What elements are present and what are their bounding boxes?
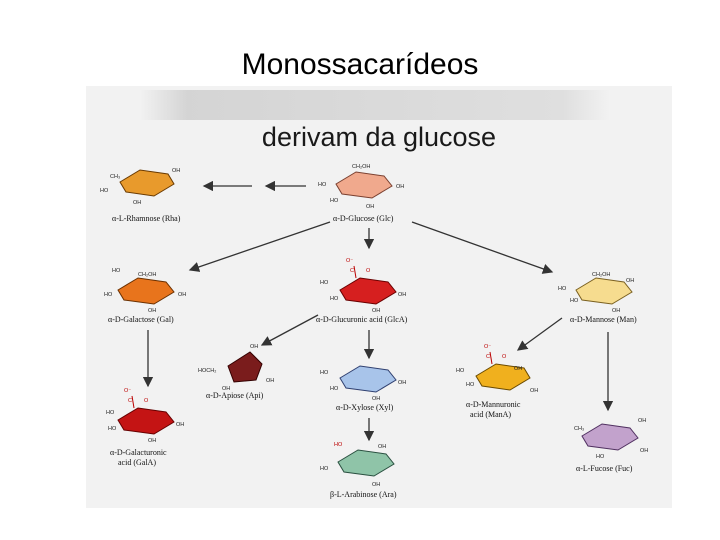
rhamnose-group-3: OH bbox=[172, 168, 180, 174]
arabinose-group-2: HO bbox=[320, 466, 329, 472]
glucose-structure: CH₂OH HO HO OH OH α-D-Glucose (Glc) bbox=[318, 164, 404, 223]
rhamnose-ring bbox=[119, 169, 175, 197]
galactose-label: α-D-Galactose (Gal) bbox=[108, 315, 174, 324]
mannuronic-acid-label-line2: acid (ManA) bbox=[470, 410, 511, 419]
galactose-ring bbox=[117, 277, 175, 305]
xylose-ring bbox=[339, 365, 397, 393]
fucose-label: α-L-Fucose (Fuc) bbox=[576, 464, 633, 473]
scan-smudge bbox=[140, 90, 610, 120]
mannose-group-3: HO bbox=[558, 286, 567, 292]
arabinose-group-3: OH bbox=[378, 444, 386, 450]
galacturonic-acid-group-7: OH bbox=[148, 438, 156, 444]
arrow-glca-to-api bbox=[260, 314, 319, 346]
fucose-group-3: OH bbox=[640, 448, 648, 454]
glucose-group-2: HO bbox=[318, 182, 327, 188]
xylose-group-2: HO bbox=[330, 386, 339, 392]
galacturonic-acid-group-2: C bbox=[128, 398, 132, 404]
mannuronic-acid-group-6: HO bbox=[466, 382, 475, 388]
fucose-group-4: HO bbox=[596, 454, 605, 460]
arabinose-group-1: HO bbox=[334, 442, 343, 448]
mannuronic-acid-group-5: HO bbox=[456, 368, 465, 374]
galacturonic-acid-group-1: O⁻ bbox=[124, 388, 131, 394]
arabinose-label: β-L-Arabinose (Ara) bbox=[330, 490, 397, 499]
galactose-group-1: HO bbox=[112, 268, 121, 274]
xylose-label: α-D-Xylose (Xyl) bbox=[336, 403, 394, 412]
rhamnose-structure: CH₃ HO OH OH α-L-Rhamnose (Rha) bbox=[100, 168, 181, 223]
mannuronic-acid-ring bbox=[475, 363, 531, 391]
arabinose-group-4: OH bbox=[372, 482, 380, 488]
fucose-structure: OH CH₃ OH HO α-L-Fucose (Fuc) bbox=[574, 418, 648, 473]
glucuronic-acid-group-7: OH bbox=[372, 308, 380, 314]
mannose-group-1: CH₂OH bbox=[592, 272, 610, 278]
apiose-ring bbox=[227, 351, 263, 383]
mannuronic-acid-group-7: OH bbox=[530, 388, 538, 394]
mannose-group-4: HO bbox=[570, 298, 579, 304]
galacturonic-acid-ring bbox=[117, 407, 175, 435]
glucose-group-4: OH bbox=[396, 184, 404, 190]
galactose-group-3: HO bbox=[104, 292, 113, 298]
arabinose-structure: HO HO OH OH β-L-Arabinose (Ara) bbox=[320, 442, 397, 499]
slide-title: Monossacarídeos bbox=[241, 48, 479, 81]
glucuronic-acid-group-1: O⁻ bbox=[346, 258, 353, 264]
mannuronic-acid-group-2: C bbox=[486, 354, 490, 360]
mannose-ring bbox=[575, 277, 633, 305]
arrow-glc-to-gal bbox=[188, 221, 331, 272]
glucuronic-acid-label: α-D-Glucuronic acid (GlcA) bbox=[316, 315, 408, 324]
apiose-group-3: OH bbox=[222, 386, 230, 392]
apiose-label: α-D-Apiose (Api) bbox=[206, 391, 264, 400]
apiose-group-2: OH bbox=[250, 344, 258, 350]
galacturonic-acid-group-6: OH bbox=[176, 422, 184, 428]
galactose-group-5: OH bbox=[148, 308, 156, 314]
galactose-structure: HO CH₂OH HO OH OH α-D-Galactose (Gal) bbox=[104, 268, 186, 324]
galactose-group-2: CH₂OH bbox=[138, 272, 156, 278]
glucuronic-acid-group-5: HO bbox=[330, 296, 339, 302]
fucose-group-2: CH₃ bbox=[574, 426, 584, 432]
rhamnose-group-4: OH bbox=[133, 200, 141, 206]
apiose-group-1: HOCH₂ bbox=[198, 368, 216, 374]
galacturonic-acid-group-5: HO bbox=[108, 426, 117, 432]
fucose-ring bbox=[581, 423, 639, 451]
apiose-structure: HOCH₂ OH OH OH α-D-Apiose (Api) bbox=[198, 344, 274, 400]
galacturonic-acid-label-line2: acid (GalA) bbox=[118, 458, 156, 467]
glucose-group-5: OH bbox=[366, 204, 374, 210]
xylose-group-3: OH bbox=[398, 380, 406, 386]
mannuronic-acid-structure: O⁻ C O OH HO HO OH α-D-Mannuronic acid (… bbox=[456, 344, 538, 419]
mannose-group-5: OH bbox=[612, 308, 620, 314]
arrow-man-to-mana bbox=[516, 317, 563, 351]
arrow-glc-to-man bbox=[411, 221, 554, 274]
glucose-group-1: CH₂OH bbox=[352, 164, 370, 170]
panel-title: derivam da glucose bbox=[261, 122, 497, 152]
apiose-group-4: OH bbox=[266, 378, 274, 384]
xylose-group-1: HO bbox=[320, 370, 329, 376]
rhamnose-group-2: HO bbox=[100, 188, 109, 194]
glucuronic-acid-group-3: O bbox=[366, 268, 371, 274]
glucuronic-acid-group-6: OH bbox=[398, 292, 406, 298]
rhamnose-label: α-L-Rhamnose (Rha) bbox=[112, 214, 181, 223]
xylose-group-4: OH bbox=[372, 396, 380, 402]
glucuronic-acid-ring bbox=[339, 277, 397, 305]
fucose-group-1: OH bbox=[638, 418, 646, 424]
galacturonic-acid-label-line1: α-D-Galacturonic bbox=[110, 448, 167, 457]
glucose-label: α-D-Glucose (Glc) bbox=[333, 214, 394, 223]
glucuronic-acid-group-4: HO bbox=[320, 280, 329, 286]
mannuronic-acid-group-1: O⁻ bbox=[484, 344, 491, 350]
galactose-group-4: OH bbox=[178, 292, 186, 298]
mannose-label: α-D-Mannose (Man) bbox=[570, 315, 637, 324]
mannose-structure: CH₂OH OH HO HO OH α-D-Mannose (Man) bbox=[558, 272, 637, 324]
glucuronic-acid-group-2: C bbox=[350, 268, 354, 274]
arabinose-ring bbox=[337, 449, 395, 477]
mannuronic-acid-group-4: OH bbox=[514, 366, 522, 372]
galacturonic-acid-group-3: O bbox=[144, 398, 149, 404]
rhamnose-group-1: CH₃ bbox=[110, 174, 120, 180]
galacturonic-acid-group-4: HO bbox=[106, 410, 115, 416]
glucose-group-3: HO bbox=[330, 198, 339, 204]
xylose-structure: HO HO OH OH α-D-Xylose (Xyl) bbox=[320, 365, 406, 412]
mannuronic-acid-group-3: O bbox=[502, 354, 507, 360]
glucuronic-acid-structure: O⁻ C O HO HO OH OH α-D-Glucuronic acid (… bbox=[316, 258, 408, 324]
galacturonic-acid-structure: O⁻ C O HO HO OH OH α-D-Galacturonic acid… bbox=[106, 388, 184, 467]
mannose-group-2: OH bbox=[626, 278, 634, 284]
glucose-ring bbox=[335, 171, 393, 199]
mannuronic-acid-label-line1: α-D-Mannuronic bbox=[466, 400, 521, 409]
